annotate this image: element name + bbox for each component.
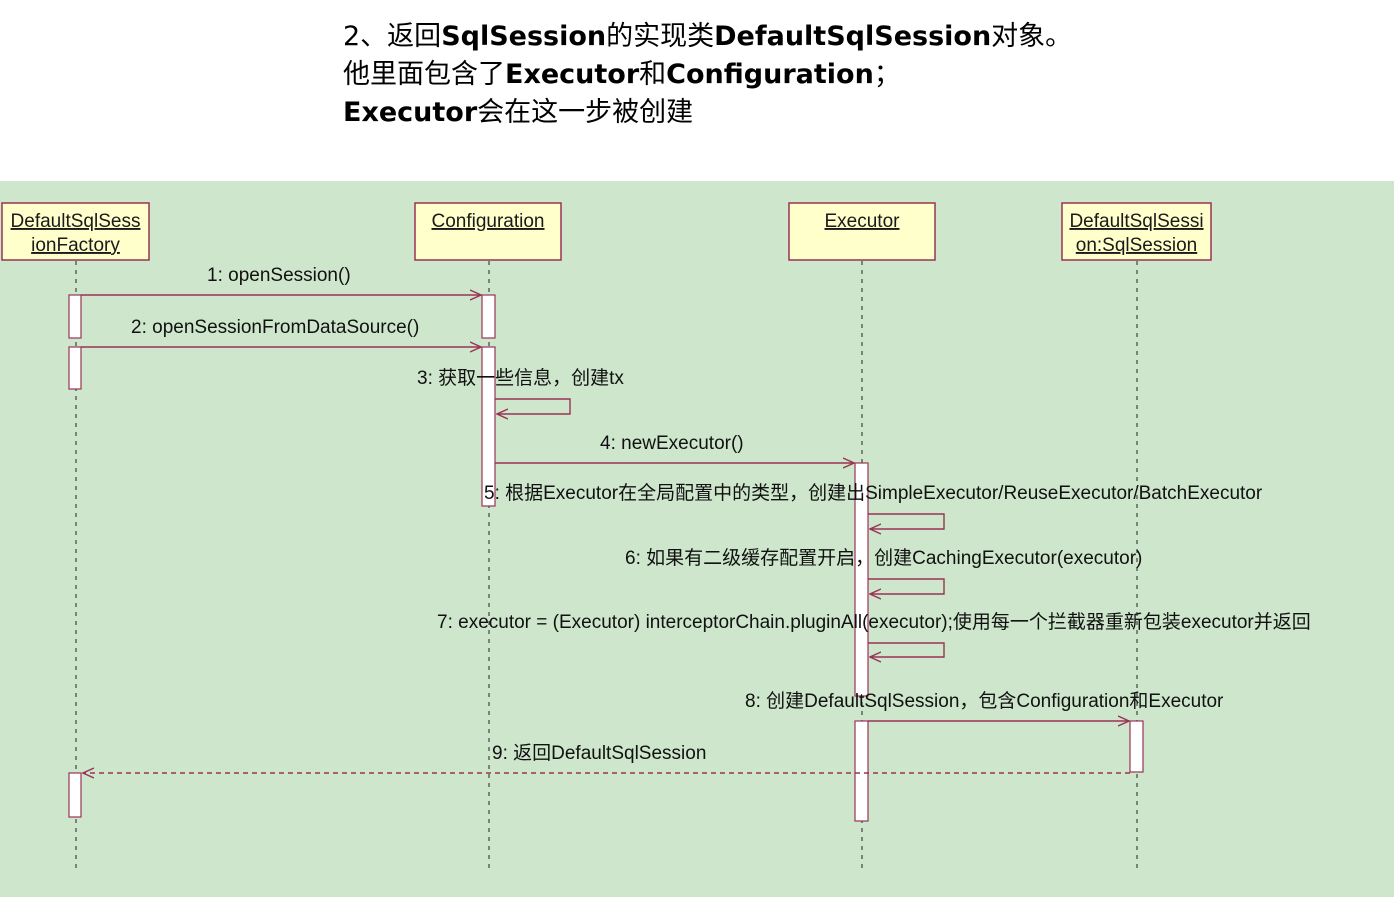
- message-7[interactable]: 7: executor = (Executor) interceptorChai…: [437, 611, 1311, 657]
- message-9-label: 9: 返回DefaultSqlSession: [492, 742, 706, 764]
- object-label-factory-2: ionFactory: [31, 235, 120, 256]
- message-9[interactable]: 9: 返回DefaultSqlSession: [83, 742, 1130, 773]
- object-box-executor: [788, 202, 936, 261]
- header-text-1b: SqlSession: [441, 21, 607, 52]
- message-2-label: 2: openSessionFromDataSource(): [131, 317, 419, 338]
- object-box-configuration: [414, 202, 562, 261]
- message-7-arrow: [868, 642, 945, 657]
- object-executor[interactable]: Executor: [788, 202, 936, 261]
- object-factory[interactable]: DefaultSqlSess ionFactory: [1, 202, 150, 261]
- header-text-2c: 和: [639, 59, 667, 90]
- object-configuration[interactable]: Configuration: [414, 202, 562, 261]
- object-box-factory: [1, 202, 150, 261]
- message-7-label: 7: executor = (Executor) interceptorChai…: [437, 611, 1311, 633]
- header-text-1a: 2、返回: [343, 21, 442, 52]
- header-text-2e: ；: [873, 59, 901, 90]
- message-5-label: 5: 根据Executor在全局配置中的类型，创建出SimpleExecutor…: [484, 482, 1263, 504]
- header-text-2a: 他里面包含了: [343, 59, 505, 90]
- message-8-label: 8: 创建DefaultSqlSession，包含Configuration和E…: [745, 690, 1224, 712]
- sequence-diagram: DefaultSqlSess ionFactory Configuration …: [0, 181, 1394, 897]
- object-label-configuration: Configuration: [431, 211, 544, 232]
- activation-factory-3: [68, 772, 82, 818]
- message-4[interactable]: 4: newExecutor(): [495, 433, 854, 463]
- message-1[interactable]: 1: openSession(): [81, 265, 481, 295]
- message-4-label: 4: newExecutor(): [600, 433, 744, 454]
- activation-factory-1: [68, 294, 82, 339]
- header-text-2b: Executor: [505, 59, 640, 90]
- message-5[interactable]: 5: 根据Executor在全局配置中的类型，创建出SimpleExecutor…: [484, 482, 1263, 529]
- message-2[interactable]: 2: openSessionFromDataSource(): [81, 317, 481, 347]
- header-line-3: Executor会在这一步被创建: [343, 94, 1072, 132]
- activation-executor-2: [854, 720, 869, 822]
- header-text-3a: Executor: [343, 97, 478, 128]
- activation-configuration-1: [481, 294, 496, 339]
- header-text-1e: 对象。: [991, 21, 1073, 52]
- header-text-3b: 会在这一步被创建: [477, 97, 694, 128]
- object-label-session-1: DefaultSqlSessi: [1069, 211, 1203, 232]
- header-text-1c: 的实现类: [606, 21, 715, 52]
- activation-session-1: [1129, 720, 1144, 773]
- message-6-arrow: [868, 578, 945, 594]
- object-box-session: [1061, 202, 1212, 261]
- activation-configuration-2: [481, 346, 496, 507]
- message-1-label: 1: openSession(): [207, 265, 351, 286]
- message-8[interactable]: 8: 创建DefaultSqlSession，包含Configuration和E…: [745, 690, 1224, 721]
- header-text-1d: DefaultSqlSession: [714, 21, 992, 52]
- message-3[interactable]: 3: 获取一些信息，创建tx: [417, 367, 624, 414]
- message-3-arrow: [495, 398, 571, 414]
- message-6-label: 6: 如果有二级缓存配置开启，创建CachingExecutor(executo…: [625, 547, 1142, 569]
- object-label-factory-1: DefaultSqlSess: [11, 211, 141, 232]
- header-line-2: 他里面包含了Executor和Configuration；: [343, 56, 1072, 94]
- message-5-arrow: [868, 513, 945, 529]
- object-session[interactable]: DefaultSqlSessi on:SqlSession: [1061, 202, 1212, 261]
- object-label-executor: Executor: [825, 211, 901, 232]
- diagram-background: [0, 181, 1394, 897]
- object-label-session-2: on:SqlSession: [1076, 235, 1197, 256]
- activation-bars: [68, 294, 1144, 822]
- activation-factory-2: [68, 346, 82, 390]
- message-6[interactable]: 6: 如果有二级缓存配置开启，创建CachingExecutor(executo…: [625, 547, 1142, 594]
- header-line-1: 2、返回SqlSession的实现类DefaultSqlSession对象。: [343, 18, 1072, 56]
- header-text: 2、返回SqlSession的实现类DefaultSqlSession对象。 他…: [343, 18, 1072, 132]
- message-3-label: 3: 获取一些信息，创建tx: [417, 367, 624, 389]
- header-text-2d: Configuration: [666, 59, 874, 90]
